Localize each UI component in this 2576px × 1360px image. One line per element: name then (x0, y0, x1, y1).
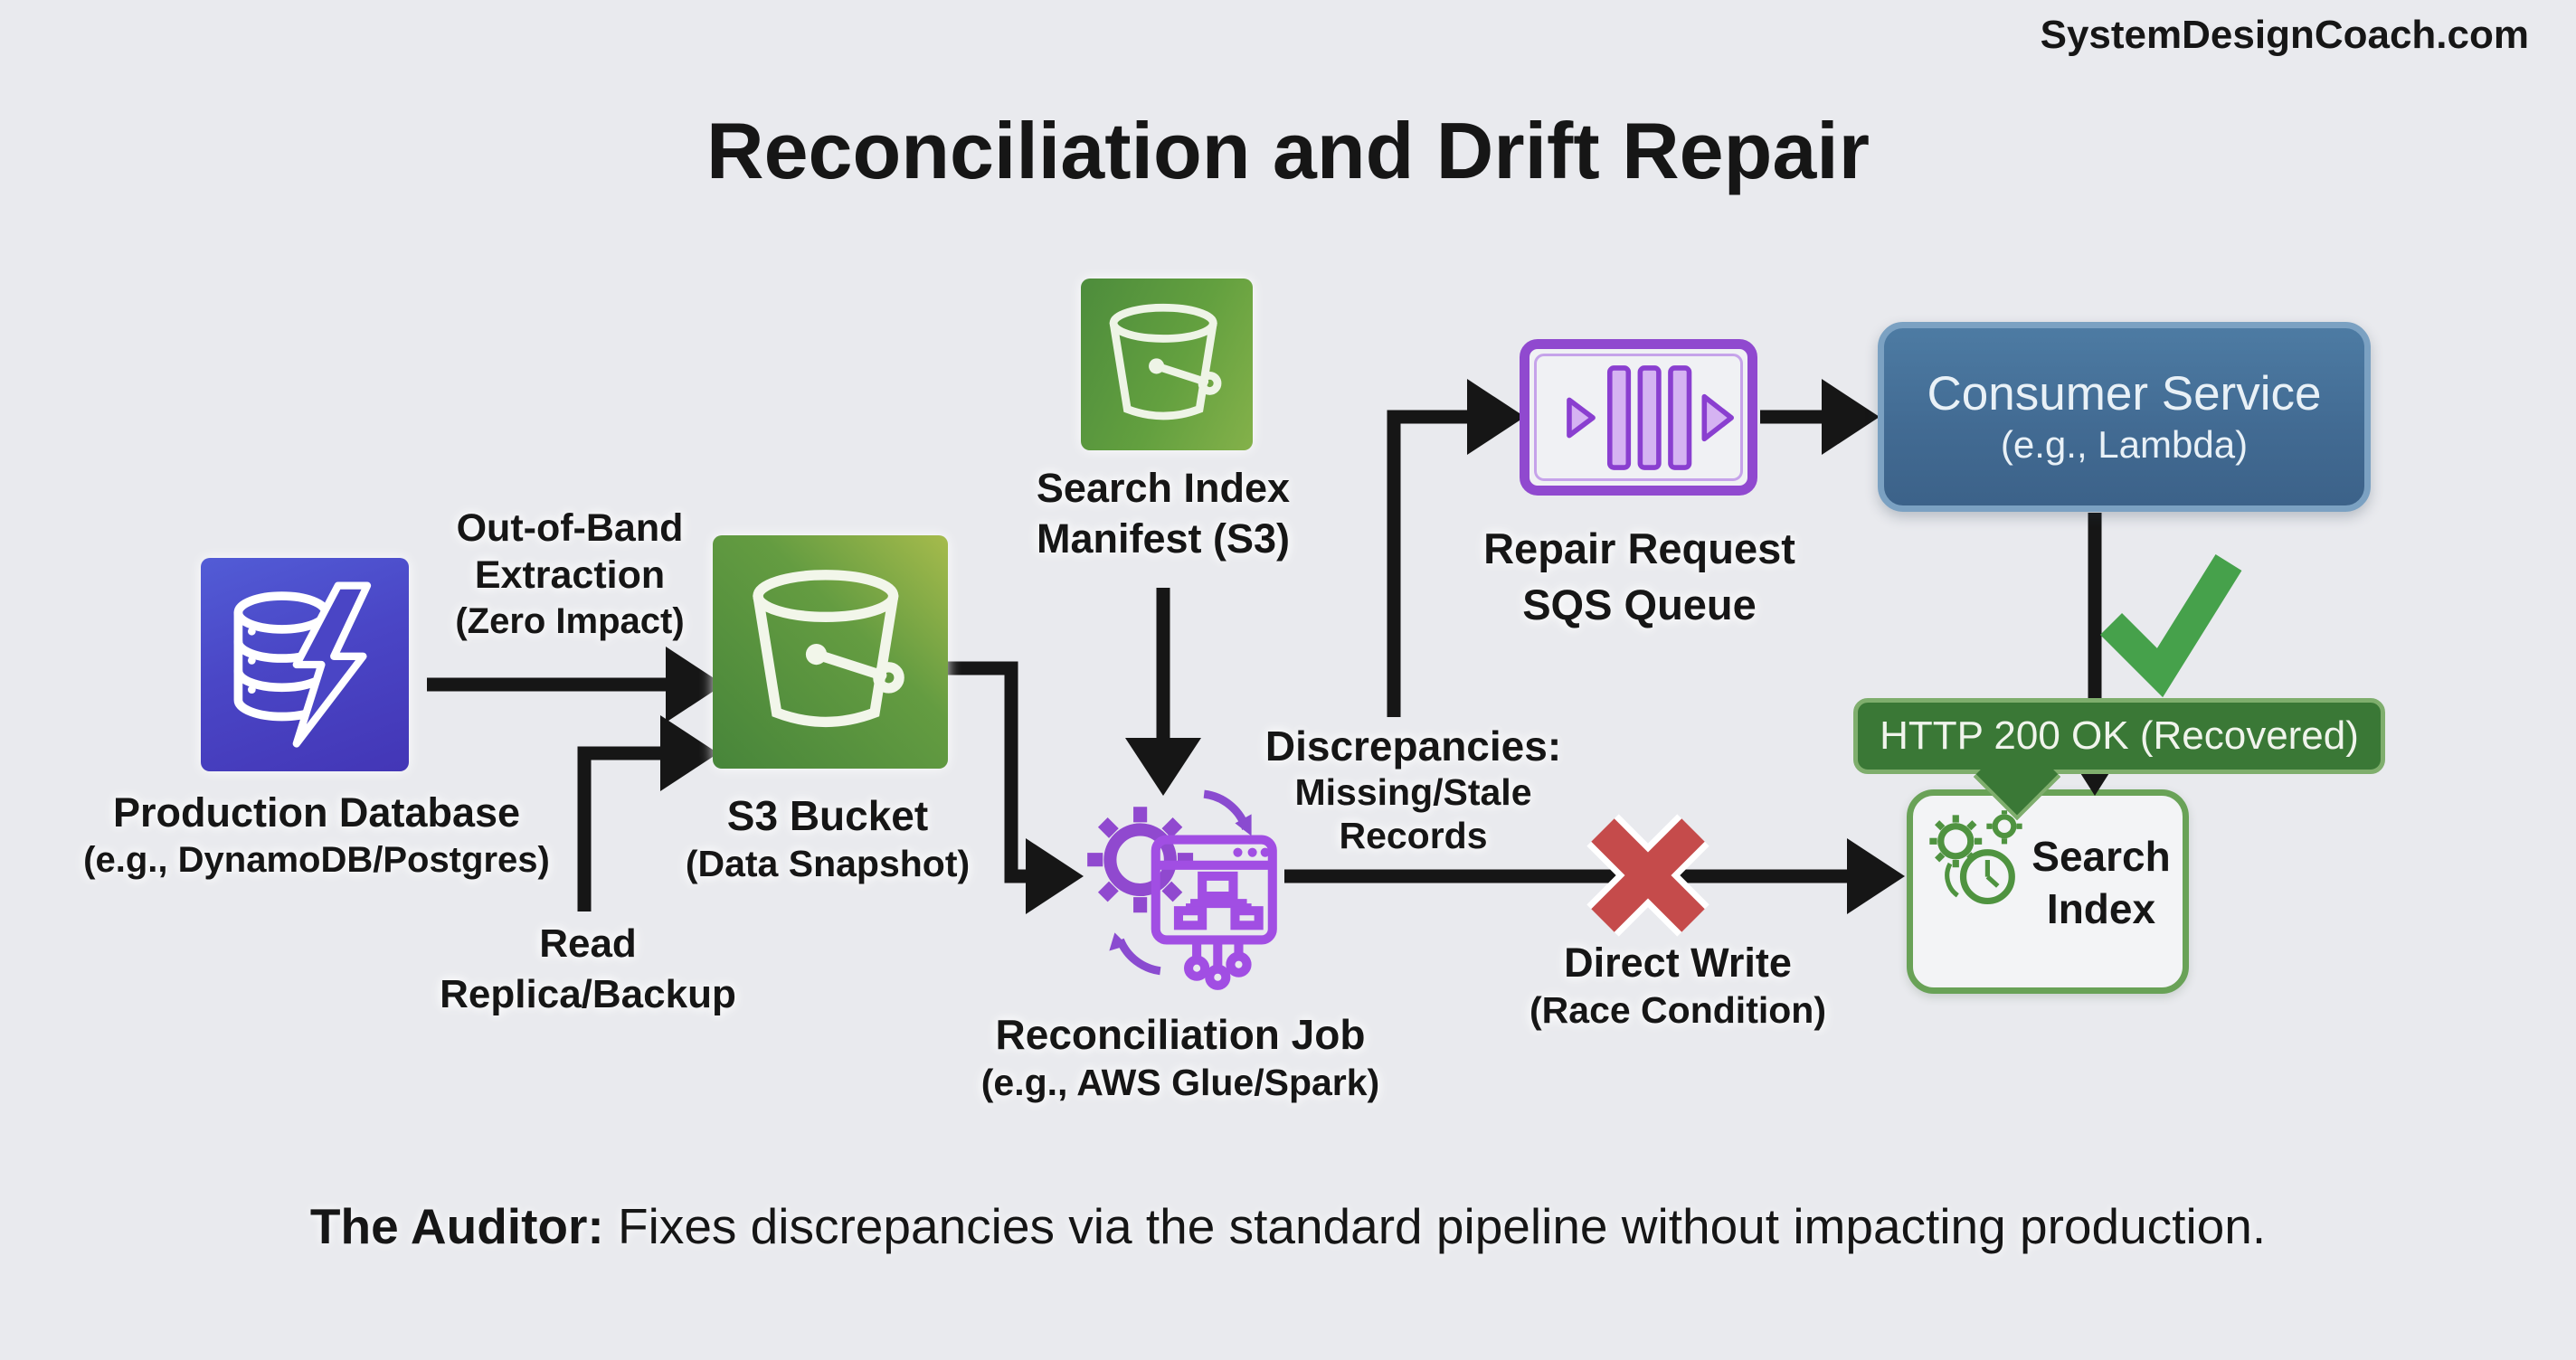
search-index-node: Search Index (1907, 789, 2189, 994)
watermark: SystemDesignCoach.com (2040, 13, 2529, 57)
blocked-x-icon (1586, 814, 1709, 937)
consumer-service-node: Consumer Service (e.g., Lambda) (1878, 322, 2371, 512)
manifest-s3-bucket-icon (1081, 279, 1253, 450)
caption: The Auditor: Fixes discrepancies via the… (0, 1197, 2576, 1255)
arrow-discrepancies-to-sqs (1387, 410, 1469, 717)
http-200-ok-badge: HTTP 200 OK (Recovered) (1853, 698, 2385, 821)
direct-write-label: Direct Write (Race Condition) (1530, 940, 1826, 1031)
out-of-band-label: Out-of-Band Extraction (Zero Impact) (455, 506, 685, 641)
bucket-glyph (1109, 303, 1222, 420)
http-200-ok-text: HTTP 200 OK (Recovered) (1880, 713, 2359, 758)
database-glyph (233, 581, 372, 748)
read-replica-label: Read Replica/Backup (440, 921, 736, 1016)
sqs-queue-label: Repair Request SQS Queue (1483, 524, 1795, 628)
gear-etl-window-icon (1069, 776, 1297, 1004)
search-index-label: Search Index (2031, 833, 2171, 932)
bucket-glyph (753, 570, 904, 727)
queue-glyph (1567, 364, 1734, 470)
s3-bucket-label: S3 Bucket (Data Snapshot) (685, 792, 971, 884)
discrepancies-label: Discrepancies: Missing/Stale Records (1264, 722, 1562, 856)
recon-job-label: Reconciliation Job (e.g., AWS Glue/Spark… (980, 1011, 1380, 1103)
s3-bucket-icon (713, 535, 948, 769)
consumer-service-sublabel: (e.g., Lambda) (2000, 423, 2249, 466)
page-title: Reconciliation and Drift Repair (706, 106, 1870, 195)
recon-glyph (1087, 789, 1277, 990)
caption-rest: Fixes discrepancies via the standard pip… (603, 1198, 2267, 1254)
sqs-queue-inner-frame (1534, 354, 1743, 481)
database-lightning-icon (201, 558, 409, 771)
consumer-service-label: Consumer Service (1927, 367, 2322, 420)
gears-clock-icon (1929, 810, 2022, 905)
success-check-icon (2099, 554, 2242, 698)
sqs-queue-icon (1520, 339, 1757, 496)
manifest-label: Search Index Manifest (S3) (1036, 465, 1291, 562)
production-db-label: Production Database (e.g., DynamoDB/Post… (83, 789, 550, 880)
caption-lead: The Auditor: (309, 1198, 604, 1254)
